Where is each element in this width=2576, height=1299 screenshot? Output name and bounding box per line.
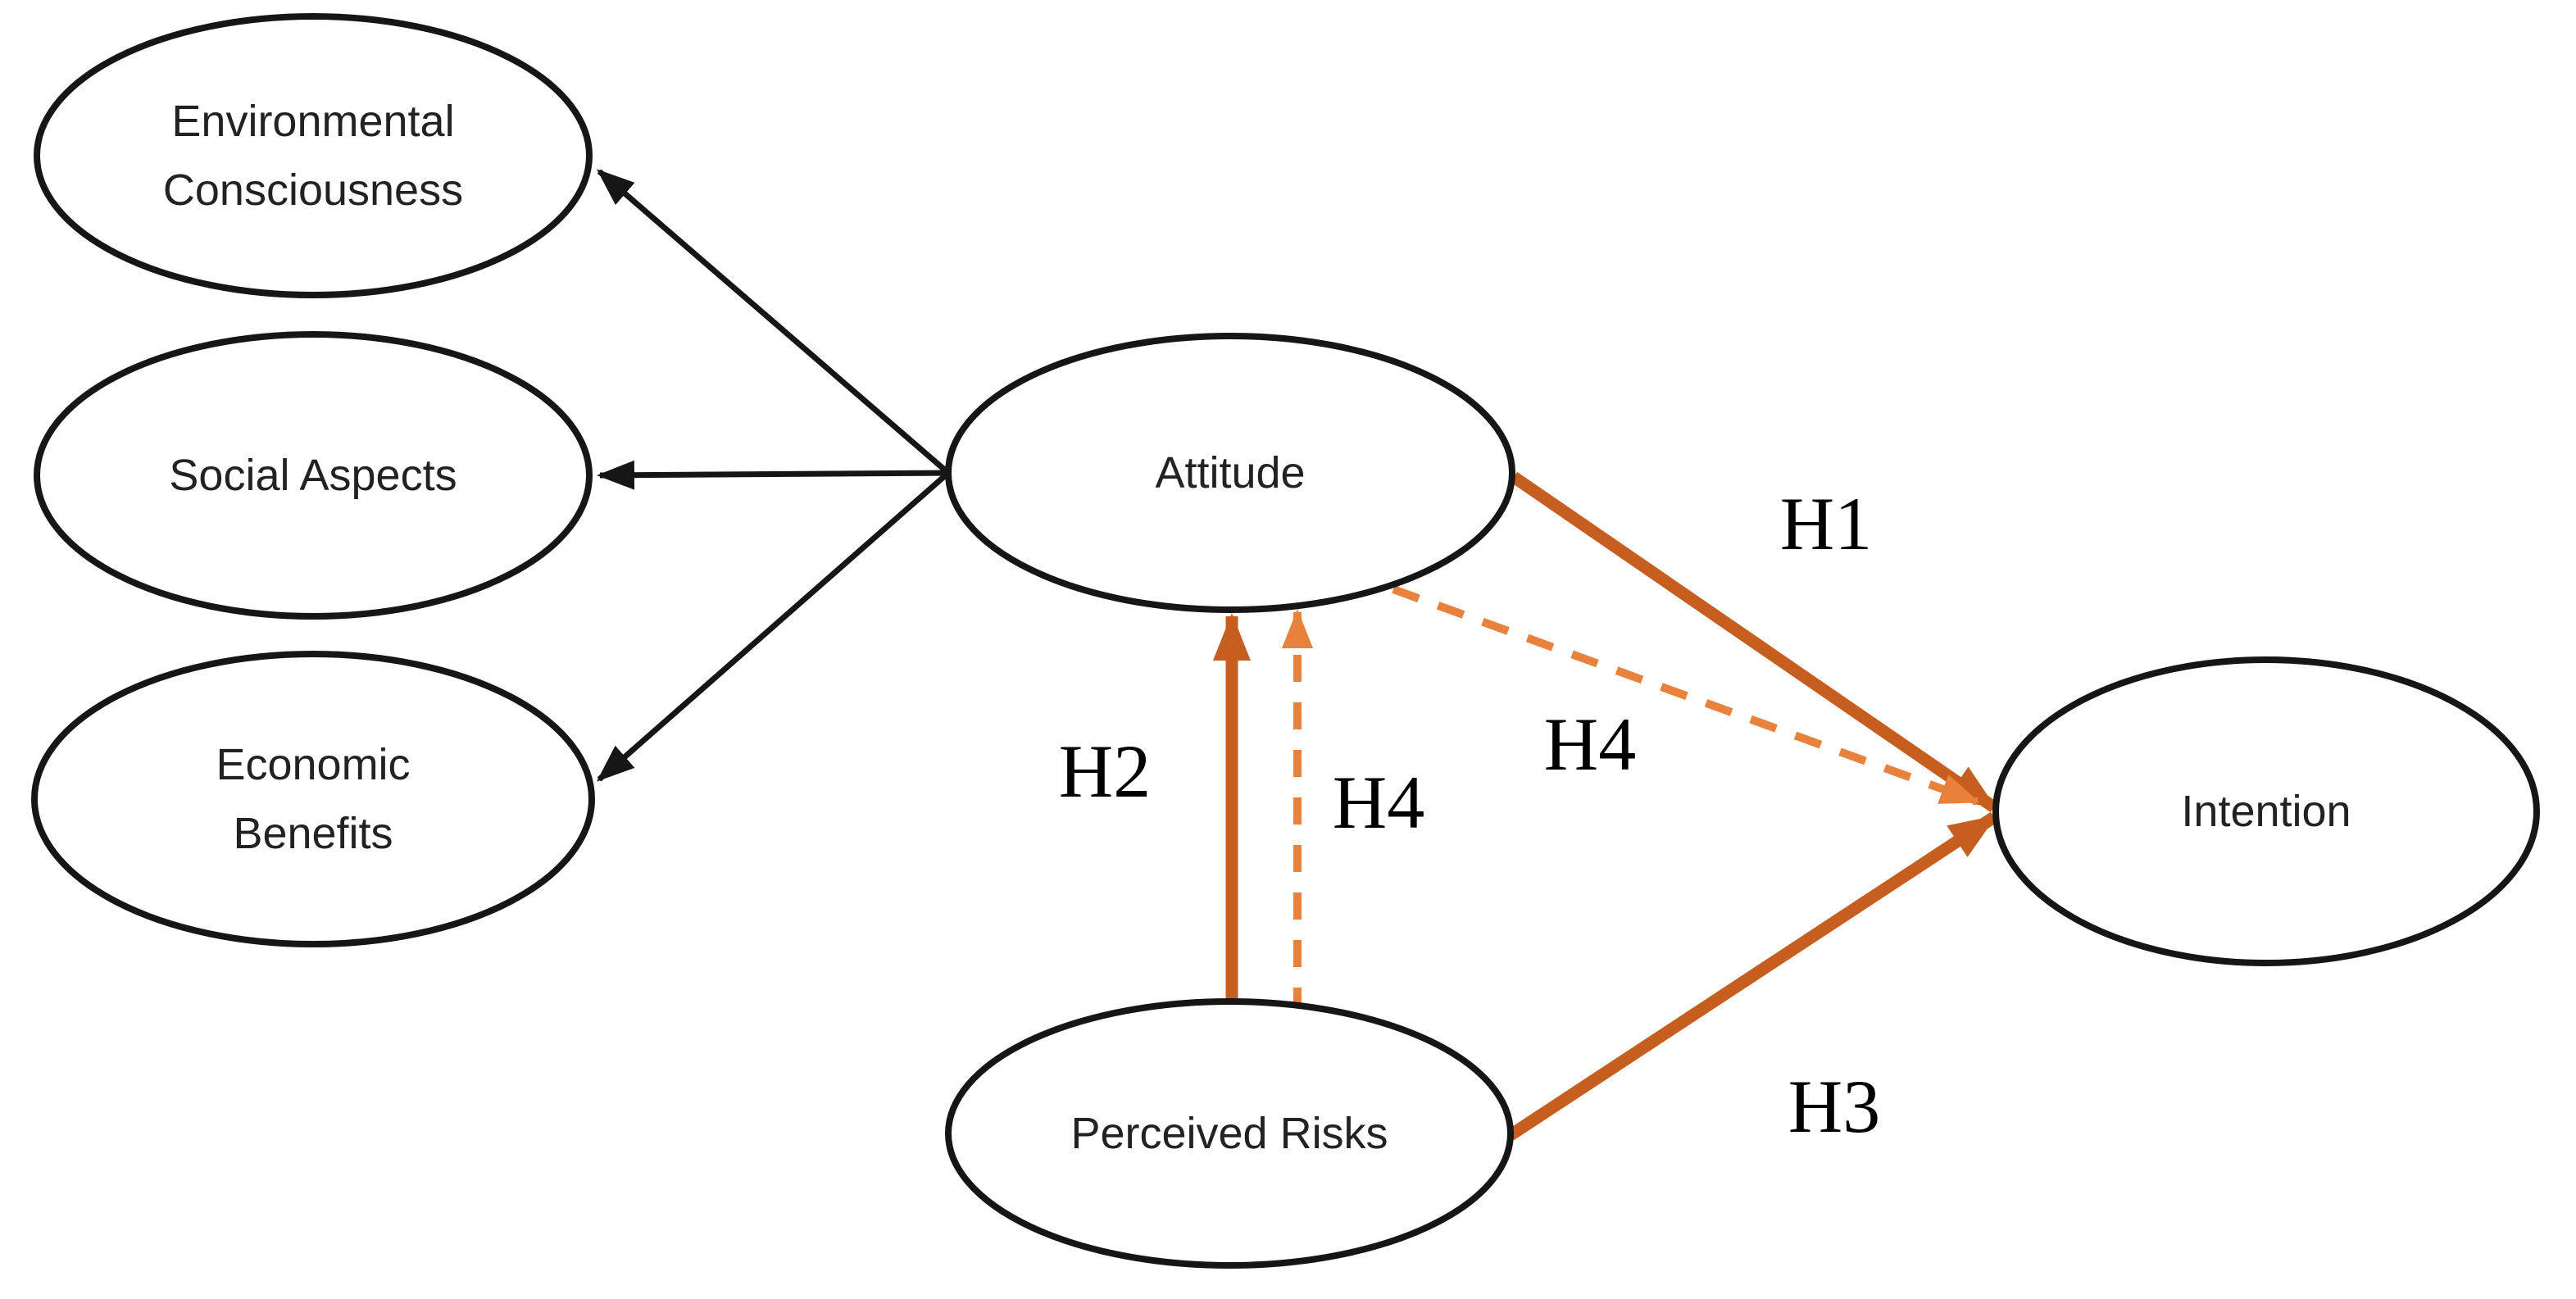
edge-h1-attitude-to-intention xyxy=(1510,471,1998,813)
edge-attitude-to-social xyxy=(597,460,949,490)
node-label-line: Benefits xyxy=(233,809,393,858)
node-label-line: Environmental xyxy=(171,97,454,146)
node-label-intention: Intention xyxy=(2181,787,2351,836)
node-intention: Intention xyxy=(1992,656,2540,966)
edge-attitude-to-economic xyxy=(596,470,951,782)
node-ellipse-social-aspects xyxy=(34,331,593,620)
node-ellipse-environmental-consciousness xyxy=(34,13,593,298)
edge-label-h1-label: H1 xyxy=(1780,482,1872,565)
edge-label-h2-label: H2 xyxy=(1059,729,1151,813)
edges-layer xyxy=(596,169,1998,1141)
node-ellipse-perceived-risks xyxy=(945,998,1514,1269)
node-label-line: Social Aspects xyxy=(169,451,457,500)
node-perceived-risks: Perceived Risks xyxy=(945,998,1514,1269)
node-ellipse-attitude xyxy=(945,333,1515,613)
node-label-attitude: Attitude xyxy=(1155,448,1305,497)
node-label-line: Perceived Risks xyxy=(1070,1109,1388,1158)
edge-label-h3-label: H3 xyxy=(1788,1065,1880,1148)
node-attitude: Attitude xyxy=(945,333,1515,613)
node-label-perceived-risks: Perceived Risks xyxy=(1070,1109,1388,1158)
node-social-aspects: Social Aspects xyxy=(34,331,593,620)
node-label-social-aspects: Social Aspects xyxy=(169,451,457,500)
edge-h3-risks-to-intention xyxy=(1506,811,1998,1141)
node-ellipse-intention xyxy=(1992,656,2540,966)
edge-label-h4-middle-label: H4 xyxy=(1544,702,1636,786)
node-label-line: Economic xyxy=(216,740,410,789)
edge-h4-attitude-to-intention-dashed xyxy=(1392,585,1980,806)
node-label-line: Consciousness xyxy=(163,166,463,215)
node-ellipse-economic-benefits xyxy=(31,651,595,947)
node-label-line: Attitude xyxy=(1155,448,1305,497)
edge-label-h4-vertical-label: H4 xyxy=(1333,761,1424,844)
node-label-line: Intention xyxy=(2181,787,2351,836)
edge-attitude-to-environmental xyxy=(596,169,951,475)
